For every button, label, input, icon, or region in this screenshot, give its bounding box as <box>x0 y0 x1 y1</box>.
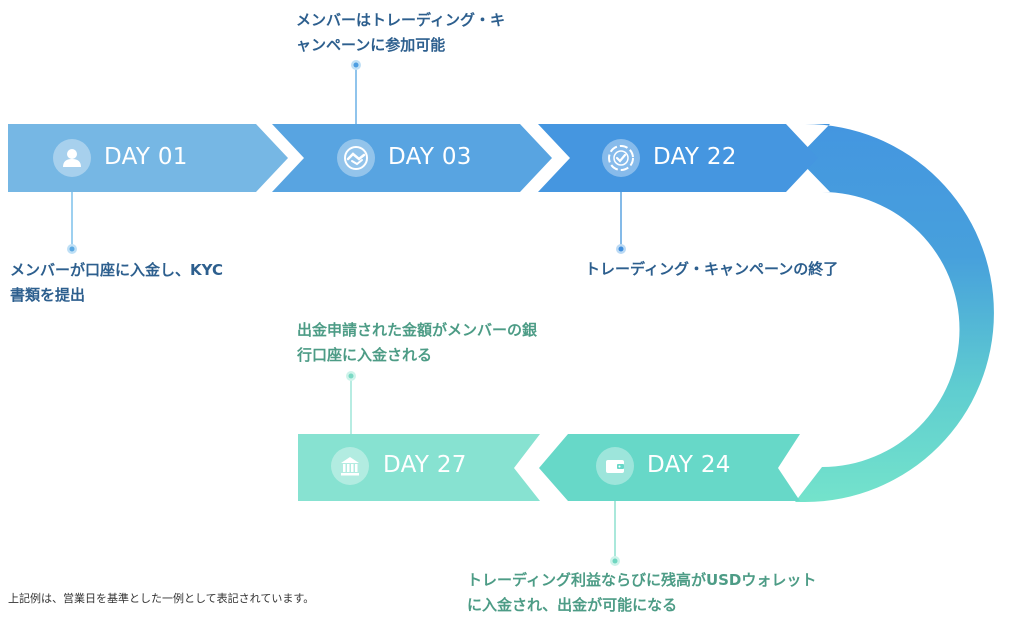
step-text-day27: 出金申請された金額がメンバーの銀 行口座に入金される <box>297 321 538 364</box>
day-label-03: DAY 03 <box>388 144 472 170</box>
user-icon <box>53 139 91 177</box>
check-target-icon <box>602 139 640 177</box>
chevron-day22 <box>538 124 818 192</box>
footnote: 上記例は、営業日を基準とした一例として表記されています。 <box>8 592 315 605</box>
step-text-day03: メンバーはトレーディング・キ ャンペーンに参加可能 <box>296 11 505 54</box>
chevron-day03 <box>272 124 552 192</box>
day-label-27: DAY 27 <box>383 452 467 478</box>
step-text-day22: トレーディング・キャンペーンの終了 <box>585 260 839 278</box>
day-label-22: DAY 22 <box>653 144 737 170</box>
bank-icon <box>331 447 369 485</box>
chevron-day27 <box>298 434 540 501</box>
step-text-day24: トレーディング利益ならびに残高がUSDウォレット に入金され、出金が可能になる <box>467 571 817 614</box>
day-label-01: DAY 01 <box>104 144 188 170</box>
chevron-day01 <box>8 124 288 192</box>
u-turn-band <box>795 124 994 502</box>
step-text-day01: メンバーが口座に入金し、KYC 書類を提出 <box>10 261 223 304</box>
wallet-icon <box>596 447 634 485</box>
handshake-icon <box>337 139 375 177</box>
day-label-24: DAY 24 <box>647 452 731 478</box>
chevron-day24 <box>539 434 800 501</box>
